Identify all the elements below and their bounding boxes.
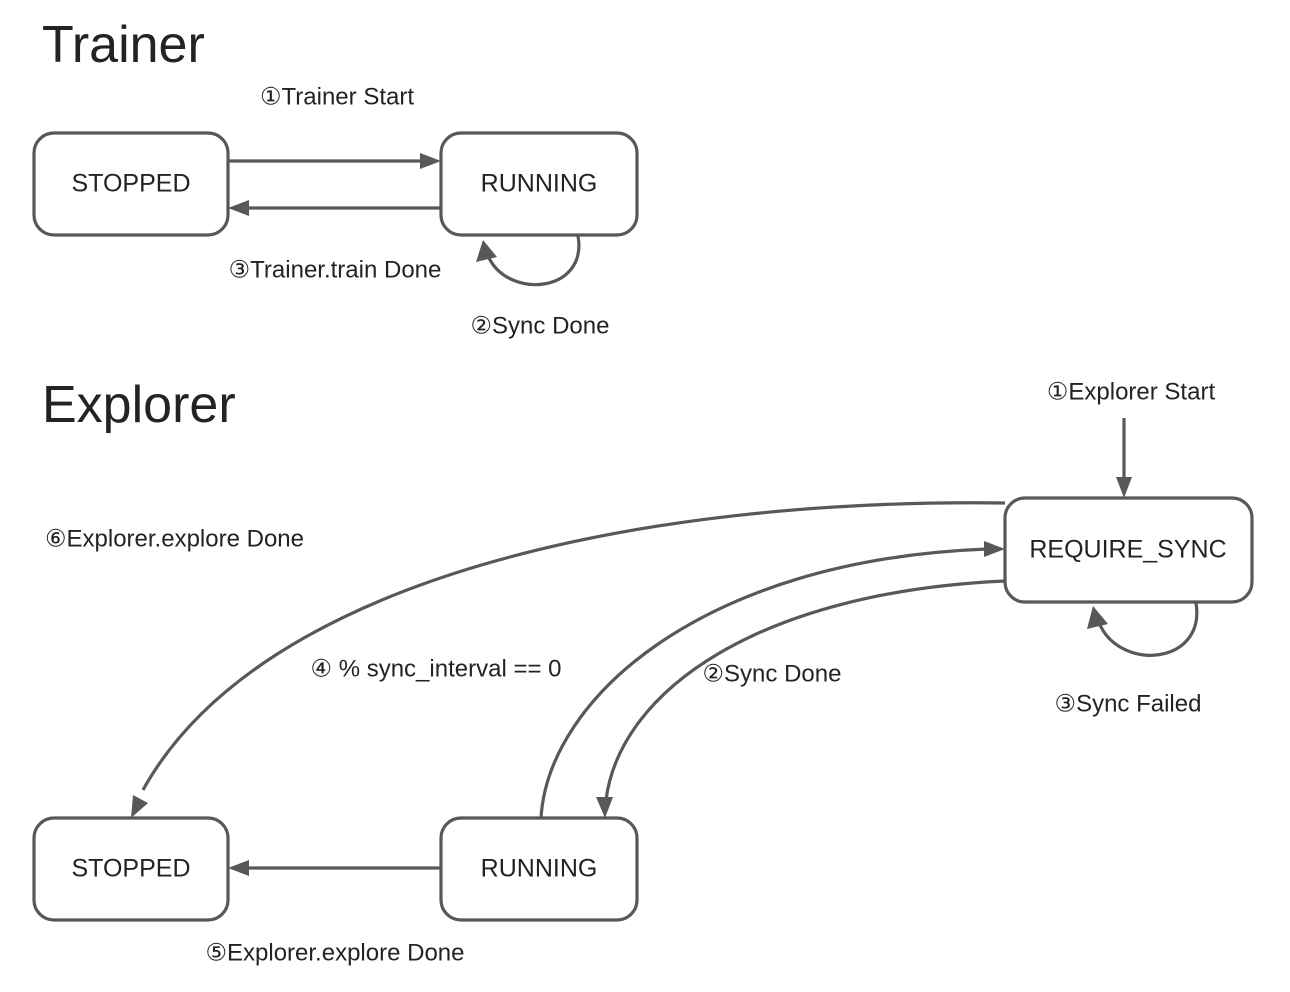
explorer-edge-sync-interval (539, 541, 1005, 819)
explorer-edge-sync-done (596, 579, 1006, 818)
explorer-edge-explore-done-from-running-label: ⑤Explorer.explore Done (206, 939, 465, 966)
explorer-edge-explorer-start (1116, 418, 1132, 498)
trainer-edge-sync-done (476, 235, 581, 287)
explorer-state-running-label: RUNNING (481, 855, 598, 883)
explorer-edge-sync-failed (1087, 602, 1199, 657)
trainer-edge-trainer-start (228, 153, 441, 169)
trainer-edge-train-done-label: ③Trainer.train Done (229, 256, 442, 283)
explorer-state-require-sync[interactable] (1003, 496, 1254, 604)
explorer-edge-explore-done-from-require-sync-label: ⑥Explorer.explore Done (45, 525, 304, 552)
trainer-edge-train-done (228, 200, 441, 216)
explorer-edge-explore-done-from-running (228, 860, 441, 876)
trainer-edge-sync-done-arrowhead-icon (476, 240, 497, 262)
trainer-edge-trainer-start-label: ①Trainer Start (260, 83, 414, 110)
explorer-heading: Explorer (42, 376, 236, 434)
explorer-edge-explore-done-from-running-arrowhead-icon (228, 860, 249, 876)
explorer-edge-explore-done-from-require-sync-line (141, 501, 1006, 791)
trainer-edge-train-done-arrowhead-icon (228, 200, 249, 216)
explorer-state-stopped-label: STOPPED (71, 855, 190, 883)
explorer-edge-sync-done-line (604, 579, 1006, 801)
explorer-edge-sync-interval-arrowhead-icon (984, 541, 1005, 557)
explorer-edge-sync-interval-label: ④ % sync_interval == 0 (311, 655, 562, 682)
trainer-edge-trainer-start-arrowhead-icon (420, 153, 441, 169)
explorer-edge-sync-done-label: ②Sync Done (703, 660, 842, 687)
explorer-edge-explorer-start-arrowhead-icon (1116, 477, 1132, 498)
explorer-edge-sync-failed-arrowhead-icon (1087, 606, 1108, 629)
explorer-edge-sync-interval-line (539, 547, 988, 819)
trainer-state-running-label: RUNNING (481, 170, 598, 198)
trainer-heading: Trainer (42, 16, 205, 74)
explorer-edge-sync-failed-line (1098, 602, 1199, 657)
explorer-edge-explore-done-from-require-sync (131, 501, 1006, 818)
explorer-edge-explore-done-from-require-sync-arrowhead-icon (131, 795, 148, 818)
explorer-edge-sync-failed-label: ③Sync Failed (1055, 690, 1202, 717)
trainer-state-running[interactable] (439, 131, 639, 237)
explorer-state-require-sync-label: REQUIRE_SYNC (1029, 536, 1226, 564)
trainer-edge-sync-done-label: ②Sync Done (471, 312, 610, 339)
trainer-edge-sync-done-line (487, 235, 581, 287)
trainer-state-stopped-label: STOPPED (71, 170, 190, 198)
explorer-edge-explorer-start-label: ①Explorer Start (1047, 378, 1216, 405)
trainer-state-stopped[interactable] (32, 131, 230, 237)
explorer-edge-sync-done-arrowhead-icon (596, 797, 613, 818)
